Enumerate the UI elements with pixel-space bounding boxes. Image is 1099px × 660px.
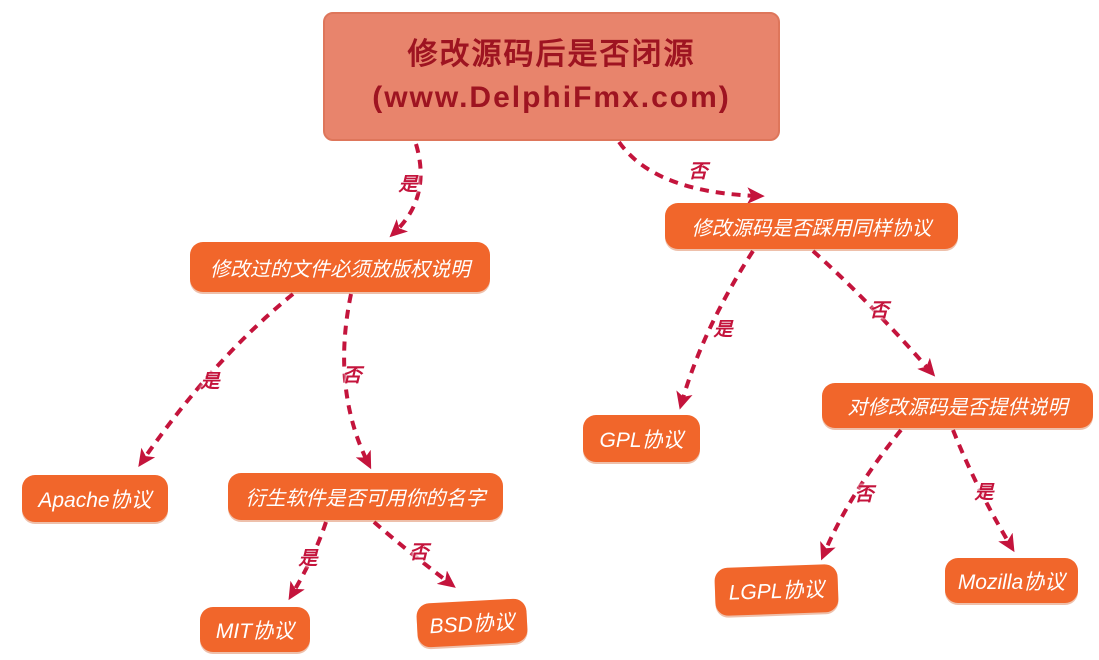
node-mit-license: MIT协议 (200, 607, 310, 652)
edge-label-yes: 是 (298, 548, 318, 570)
edge-label-no: 否 (409, 542, 429, 564)
node-explain-changes: 对修改源码是否提供说明 (822, 383, 1093, 428)
edge-label-no: 否 (342, 365, 362, 387)
root-title-line2: (www.DelphiFmx.com) (372, 80, 731, 114)
node-derivative-naming: 衍生软件是否可用你的名字 (228, 473, 503, 520)
node-copyright-notice: 修改过的文件必须放版权说明 (190, 242, 490, 292)
edge-label-no: 否 (688, 161, 708, 183)
edge-label-yes: 是 (200, 371, 220, 393)
node-same-license: 修改源码是否踩用同样协议 (665, 203, 958, 249)
edge-label-no: 否 (854, 484, 874, 506)
edge-label-no: 否 (869, 300, 889, 322)
root-node: 修改源码后是否闭源 (www.DelphiFmx.com) (323, 12, 780, 141)
node-apache-license: Apache协议 (22, 475, 168, 522)
node-bsd-license: BSD协议 (415, 598, 529, 648)
edge-label-yes: 是 (713, 319, 733, 341)
edge-label-yes: 是 (398, 174, 418, 196)
node-lgpl-license: LGPL协议 (714, 563, 839, 617)
root-title-line1: 修改源码后是否闭源 (407, 37, 696, 71)
edge-label-yes: 是 (974, 482, 994, 504)
node-gpl-license: GPL协议 (583, 415, 700, 462)
node-mozilla-license: Mozilla协议 (945, 558, 1078, 603)
